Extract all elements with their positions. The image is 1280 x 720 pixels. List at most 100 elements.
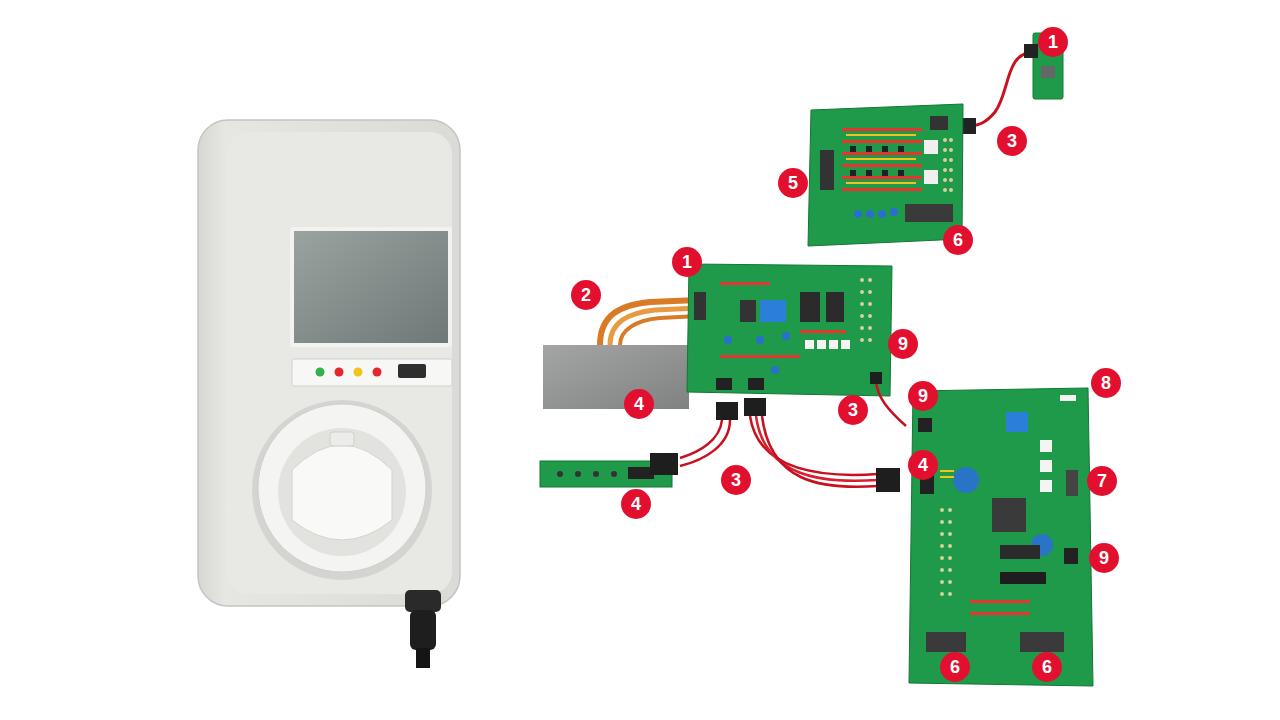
display-module — [543, 300, 698, 409]
transformer — [760, 300, 786, 322]
pcb — [687, 264, 892, 396]
resistor-row — [970, 600, 1030, 615]
resistor-row — [842, 128, 922, 191]
pcb-board — [909, 388, 1093, 686]
connector — [1024, 44, 1038, 58]
relay-row — [805, 340, 850, 349]
screen — [294, 231, 448, 343]
callout-number: 9 — [888, 329, 918, 359]
callout-number: 4 — [621, 489, 651, 519]
front-panel — [226, 132, 452, 594]
ribbon-cable — [600, 300, 698, 345]
resistor-row — [720, 282, 846, 358]
transistor-row — [850, 146, 904, 176]
terminal-block — [926, 632, 966, 652]
wallbox — [198, 120, 460, 668]
cable-sleeve — [410, 610, 436, 650]
connector — [650, 453, 678, 475]
connector — [918, 418, 932, 432]
pcb-board — [808, 104, 963, 246]
callout-number: 4 — [624, 389, 654, 419]
chip — [826, 292, 844, 322]
diode-row — [846, 134, 916, 184]
chip — [800, 292, 820, 322]
pcb — [909, 388, 1093, 686]
callout-number: 6 — [940, 652, 970, 682]
relay — [924, 170, 938, 184]
rfid-window — [398, 364, 426, 378]
lcd — [543, 345, 689, 409]
connector — [716, 402, 738, 420]
cable — [416, 648, 430, 668]
callout-number: 3 — [997, 126, 1027, 156]
terminal-block — [905, 204, 953, 222]
connector — [748, 378, 764, 390]
callout-number: 4 — [908, 450, 938, 480]
ribbon-cable — [620, 316, 698, 345]
callout-number: 3 — [838, 395, 868, 425]
connector — [876, 468, 900, 492]
wire — [762, 416, 878, 487]
wire — [972, 52, 1034, 126]
pcb — [808, 104, 963, 246]
wiring — [650, 372, 906, 492]
connector — [694, 292, 706, 320]
callout-number: 5 — [778, 168, 808, 198]
flap-hinge — [330, 432, 354, 446]
transformer — [1006, 412, 1028, 432]
connector — [744, 398, 766, 416]
led-red — [335, 368, 344, 377]
label-sticker — [1060, 395, 1076, 401]
connector — [870, 372, 882, 384]
connector — [716, 378, 732, 390]
callout-number: 1 — [1038, 27, 1068, 57]
processor — [992, 498, 1026, 532]
capacitor-row — [724, 332, 790, 374]
socket-flap — [292, 445, 392, 540]
connector — [1064, 548, 1078, 564]
wire — [680, 420, 722, 458]
callout-number: 9 — [908, 381, 938, 411]
relay-row — [1040, 440, 1052, 492]
led-strip — [292, 359, 452, 386]
chip — [740, 300, 756, 322]
socket-ring — [252, 400, 432, 580]
capacitor-row — [854, 208, 898, 218]
screen-bezel — [290, 227, 452, 347]
cable-gland — [405, 590, 441, 612]
callout-number: 6 — [1032, 652, 1062, 682]
pin-row — [943, 138, 953, 192]
socket — [258, 404, 426, 572]
callout-number: 3 — [721, 465, 751, 495]
connector — [820, 150, 834, 190]
terminal-block — [1020, 632, 1064, 652]
chip — [1000, 572, 1046, 584]
pin-row — [860, 278, 872, 342]
chip — [1000, 545, 1040, 559]
socket-inner — [278, 428, 406, 556]
wire — [876, 382, 906, 426]
ribbon-cable — [610, 308, 698, 345]
housing — [198, 120, 460, 606]
callout-number: 2 — [571, 280, 601, 310]
connector — [1066, 470, 1078, 496]
callout-number: 6 — [943, 225, 973, 255]
chip — [1041, 66, 1055, 78]
pin-row — [940, 508, 952, 596]
connector — [930, 116, 948, 130]
callout-number: 1 — [672, 247, 702, 277]
connector — [962, 118, 976, 134]
button-row — [557, 471, 617, 477]
wire — [756, 416, 878, 481]
led-green — [316, 368, 325, 377]
capacitor — [953, 467, 979, 493]
wire — [680, 420, 730, 466]
relay — [924, 140, 938, 154]
callout-number: 8 — [1091, 368, 1121, 398]
callout-number: 7 — [1087, 466, 1117, 496]
diode-row — [940, 470, 954, 478]
pcb-board — [687, 264, 892, 396]
